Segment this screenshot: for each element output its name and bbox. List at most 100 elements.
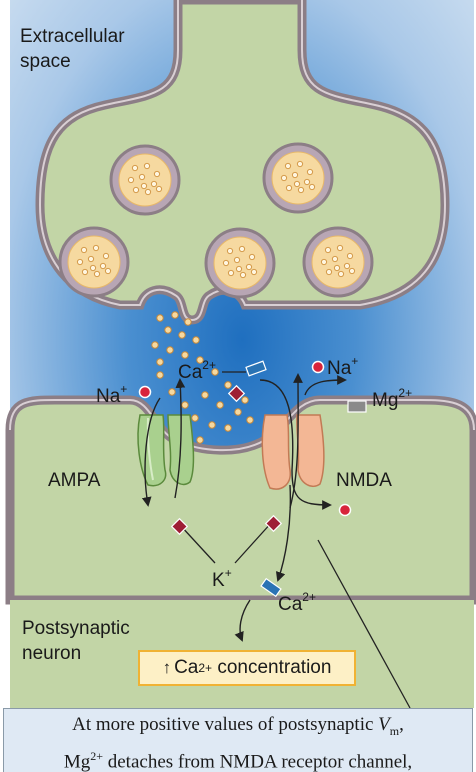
postsynaptic-label: Postsynaptic neuron — [22, 618, 135, 664]
vesicle-content-dot — [280, 174, 288, 182]
k-ion-left — [170, 517, 189, 536]
vesicle-content-dot — [227, 269, 235, 277]
vesicle-content-dot — [132, 186, 140, 194]
ion-flow-arrows — [141, 373, 347, 642]
neurotransmitter-dot — [208, 421, 216, 429]
vesicle-content-dot — [226, 247, 234, 255]
neurotransmitter-dot — [246, 416, 254, 424]
k-ion-top — [227, 384, 246, 403]
ca-top-label: Ca2+ — [178, 358, 216, 383]
ca-ion-top — [245, 360, 267, 377]
vesicle-content-dot — [81, 268, 89, 276]
neurotransmitter-dot — [241, 396, 249, 404]
vesicle-content-dot — [143, 162, 151, 170]
vesicle-content-dot — [333, 264, 341, 272]
conc-ion: Ca — [174, 657, 199, 678]
vesicle-content-dot — [239, 271, 247, 279]
neurotransmitter-dot — [156, 371, 164, 379]
vesicle-content-dot — [303, 178, 311, 186]
vesicle-content-dot — [291, 171, 299, 179]
k-label: K+ — [212, 566, 232, 591]
vesicle-content-dot — [337, 270, 345, 278]
vesicle-content-dot — [93, 270, 101, 278]
vesicle-content-dot — [250, 268, 258, 276]
vesicle-content-dot — [348, 267, 356, 275]
vesicle-content-dot — [306, 168, 314, 176]
na-ion-left — [138, 385, 152, 399]
vesicle-content-dot — [324, 246, 332, 254]
vesicle-content-dot — [144, 188, 152, 196]
vesicle-content-dot — [153, 170, 161, 178]
neurotransmitter-dot — [211, 368, 219, 376]
vesicle-content-dot — [222, 259, 230, 267]
ions — [138, 360, 367, 598]
neurotransmitter-dot — [234, 408, 242, 416]
vesicle-content-dot — [99, 262, 107, 270]
na-ion-inside — [338, 503, 352, 517]
neurotransmitter-dot — [181, 401, 189, 409]
vesicle-content-dot — [155, 185, 163, 193]
mg-label: Mg2+ — [372, 386, 412, 411]
neurotransmitter-dot — [181, 351, 189, 359]
vesicle-content-dot — [293, 180, 301, 188]
vesicle-content-dot — [336, 244, 344, 252]
nmda-receptor — [261, 414, 325, 490]
neurotransmitter-dot — [171, 311, 179, 319]
neurotransmitter-dot — [216, 401, 224, 409]
caption-line-2: Mg2+ detaches from NMDA receptor channel… — [63, 748, 413, 772]
vesicle-content-dot — [76, 258, 84, 266]
vesicle-content-dot — [284, 162, 292, 170]
vesicle-content-dot — [104, 267, 112, 275]
vesicle — [262, 142, 334, 214]
ampa-receptor — [137, 414, 195, 487]
vesicle-content-dot — [238, 245, 246, 253]
vesicle-content-dot — [140, 182, 148, 190]
vesicle-content-dot — [248, 253, 256, 261]
neurotransmitter-dot — [201, 391, 209, 399]
up-arrow-icon: ↑ — [162, 658, 172, 677]
na-ion-right — [311, 360, 325, 374]
neurotransmitter-dot — [224, 424, 232, 432]
neurotransmitter-dot — [192, 336, 200, 344]
vesicle-content-dot — [296, 160, 304, 168]
vesicle-content-dot — [87, 255, 95, 263]
vesicle-content-dot — [89, 264, 97, 272]
ampa-label: AMPA — [48, 470, 101, 491]
vesicle-content-dot — [138, 173, 146, 181]
k-connector-lines — [179, 521, 273, 564]
vesicle-content-dot — [346, 252, 354, 260]
vesicle-content-dot — [235, 265, 243, 273]
neurotransmitter-dot — [168, 388, 176, 396]
vesicle-content-dot — [343, 262, 351, 270]
vesicle — [302, 226, 374, 298]
extracellular-label: Extracellular space — [20, 26, 130, 72]
vesicle-content-dot — [325, 268, 333, 276]
nmda-label: NMDA — [336, 470, 392, 491]
neurotransmitter-dot — [156, 314, 164, 322]
vesicle-content-dot — [308, 183, 316, 191]
conc-text: concentration — [217, 657, 332, 678]
caption-pointer — [317, 539, 411, 709]
vesicle-content-dot — [285, 184, 293, 192]
k-ion-right — [264, 514, 283, 533]
caption-line-1: At more positive values of postsynaptic … — [72, 714, 404, 738]
vesicle-content-dot — [92, 244, 100, 252]
neurotransmitter-dot — [178, 331, 186, 339]
conc-charge: 2+ — [198, 661, 213, 675]
na-left-label: Na+ — [96, 382, 127, 407]
vesicle-content-dot — [150, 180, 158, 188]
vesicle-content-dot — [127, 176, 135, 184]
vesicle-content-dot — [131, 164, 139, 172]
na-right-label: Na+ — [327, 354, 358, 379]
vesicle-content-dot — [233, 256, 241, 264]
vesicle-content-dot — [297, 186, 305, 194]
ca-bottom-label: Ca2+ — [278, 590, 316, 615]
neurotransmitter-dot — [224, 381, 232, 389]
synaptic-vesicles — [58, 142, 374, 299]
vesicle — [109, 144, 181, 216]
neurotransmitter-dot — [156, 358, 164, 366]
caption-box: At more positive values of postsynaptic … — [3, 708, 473, 772]
neurotransmitter-dot — [196, 436, 204, 444]
neurotransmitter-dot — [164, 326, 172, 334]
